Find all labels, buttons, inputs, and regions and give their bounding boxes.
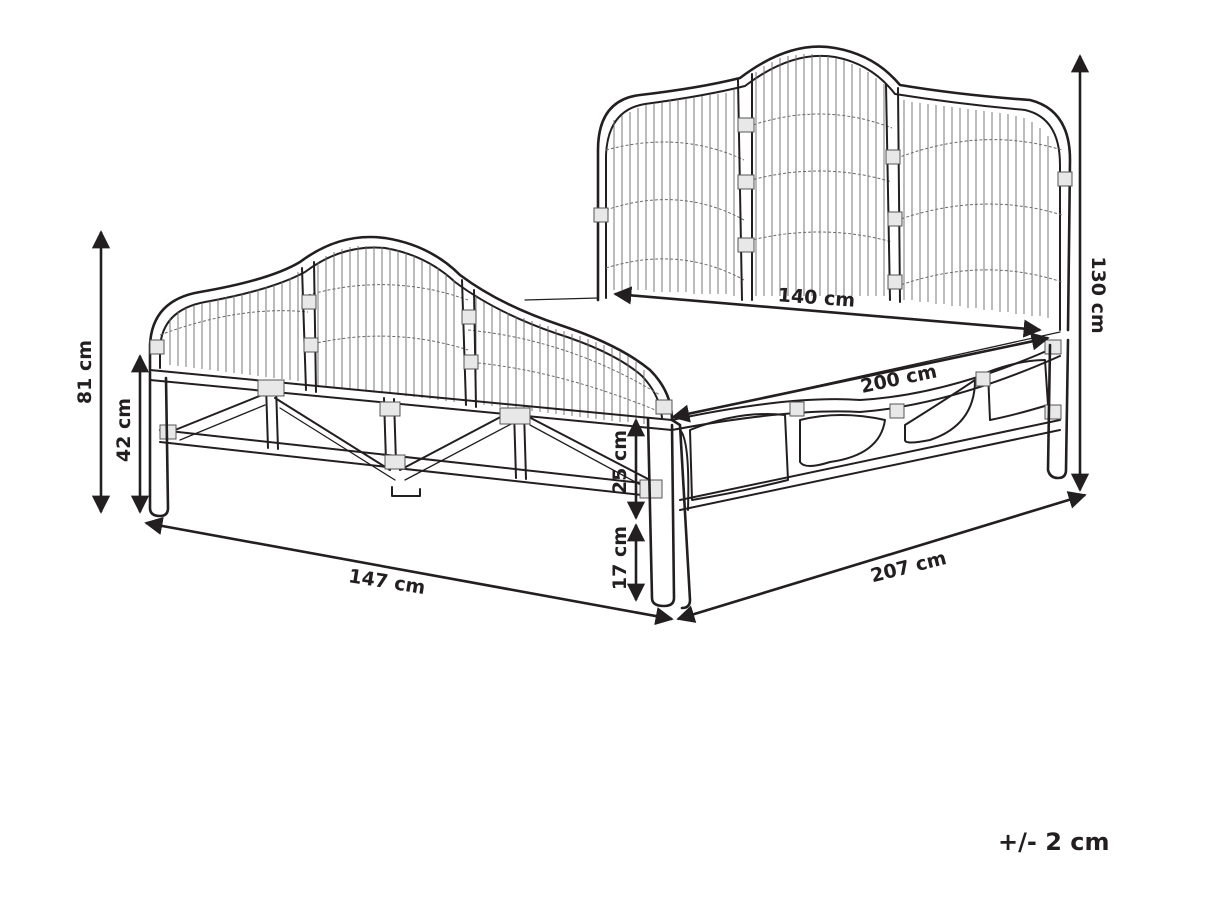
headboard-posts [593, 73, 1073, 303]
label-frame-height: 42 cm [113, 398, 135, 462]
headboard [593, 45, 1073, 332]
dim-line-outer-width [144, 516, 674, 626]
headboard-slats [613, 54, 1049, 318]
label-headboard-height: 130 cm [1087, 256, 1109, 333]
label-leg-height: 17 cm [609, 526, 631, 590]
footboard-weave [159, 284, 661, 413]
tolerance-note: +/- 2 cm [998, 828, 1110, 856]
side-rail [671, 339, 1062, 511]
dimension-lines [91, 54, 1090, 626]
headboard-weave [605, 113, 1063, 289]
label-inner-width: 140 cm [777, 284, 856, 311]
label-inner-length: 200 cm [859, 360, 939, 398]
dim-line-outer-length [676, 491, 1087, 623]
dim-line-inner-width [613, 286, 1042, 338]
footboard-slats [169, 246, 645, 424]
label-footboard-height: 81 cm [74, 340, 96, 404]
label-rail-height: 25 cm [609, 430, 631, 494]
platform [524, 297, 1061, 419]
front-frame [149, 369, 673, 499]
label-outer-length: 207 cm [868, 547, 948, 587]
dim-line-inner-length [671, 332, 1050, 423]
label-outer-width: 147 cm [347, 565, 427, 599]
